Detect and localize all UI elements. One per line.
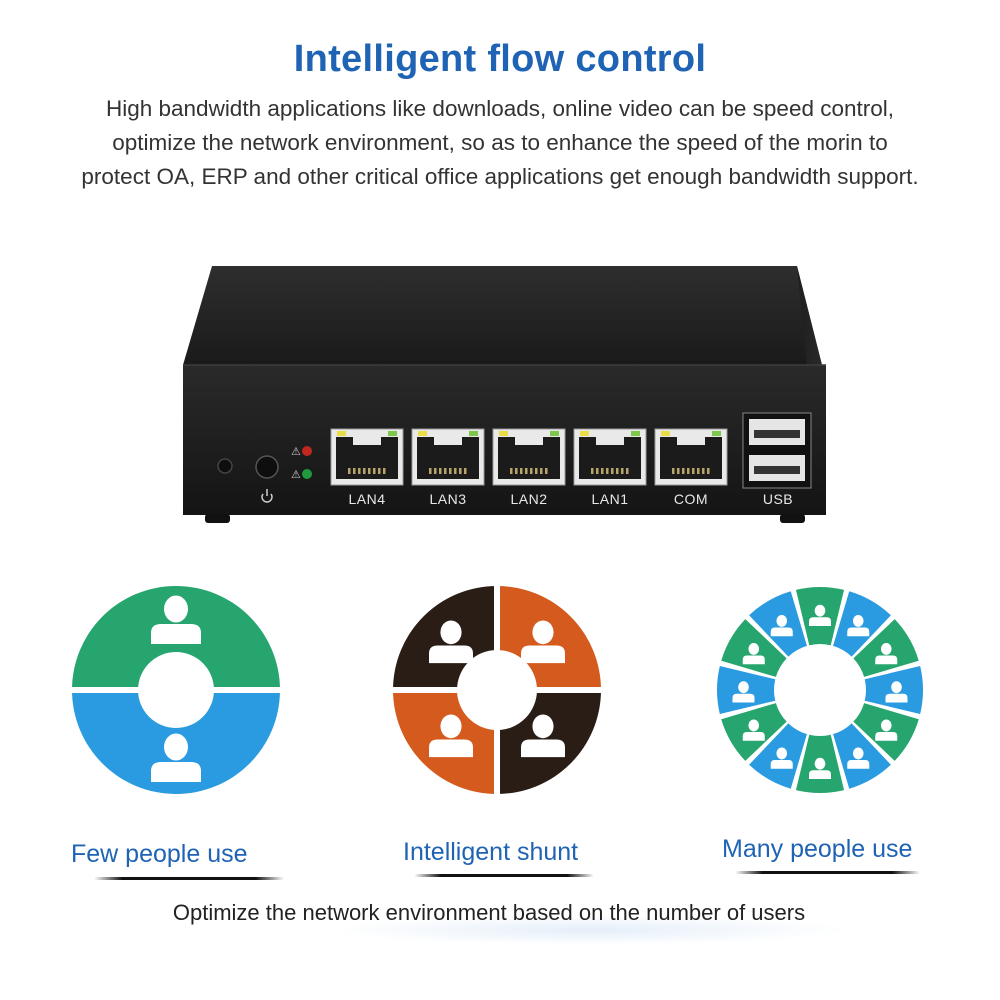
person-icon <box>151 733 201 782</box>
person-icon <box>809 757 831 780</box>
person-icon <box>742 719 765 741</box>
port-label-lan4: LAN4 <box>348 491 386 507</box>
page-title: Intelligent flow control <box>293 38 707 80</box>
person-icon <box>875 642 898 665</box>
person-icon <box>742 642 765 665</box>
description-line-3: protect OA, ERP and other critical offic… <box>81 164 919 189</box>
person-icon <box>732 681 755 703</box>
person-icon <box>847 614 870 637</box>
decorative-swoosh <box>330 915 850 945</box>
port-label-lan2: LAN2 <box>510 491 548 507</box>
person-icon <box>151 595 201 644</box>
person-icon <box>875 719 898 741</box>
description-line-2: optimize the network environment, so as … <box>112 130 888 155</box>
person-icon <box>770 747 793 769</box>
caption-few-people: Few people use <box>71 840 248 868</box>
port-label-lan3: LAN3 <box>429 491 467 507</box>
person-icon <box>847 747 870 769</box>
person-icon <box>770 614 793 637</box>
underline <box>94 877 284 880</box>
person-icon <box>429 714 473 758</box>
caption-intelligent-shunt: Intelligent shunt <box>403 838 579 866</box>
person-icon <box>521 714 565 758</box>
caption-many-people: Many people use <box>722 835 913 863</box>
person-icon <box>885 681 908 703</box>
footer-text: Optimize the network environment based o… <box>172 900 806 925</box>
underline <box>735 871 920 874</box>
description-line-1: High bandwidth applications like downloa… <box>105 96 895 121</box>
port-label-lan1: LAN1 <box>591 491 629 507</box>
many-people-diagram <box>717 587 924 793</box>
port-label-usb: USB <box>762 491 794 507</box>
person-icon <box>521 620 565 664</box>
person-icon <box>809 604 831 627</box>
person-icon <box>429 620 473 664</box>
underline <box>414 874 594 877</box>
port-label-com: COM <box>673 491 709 507</box>
intelligent-shunt-diagram <box>391 584 603 796</box>
few-people-diagram <box>70 586 282 794</box>
